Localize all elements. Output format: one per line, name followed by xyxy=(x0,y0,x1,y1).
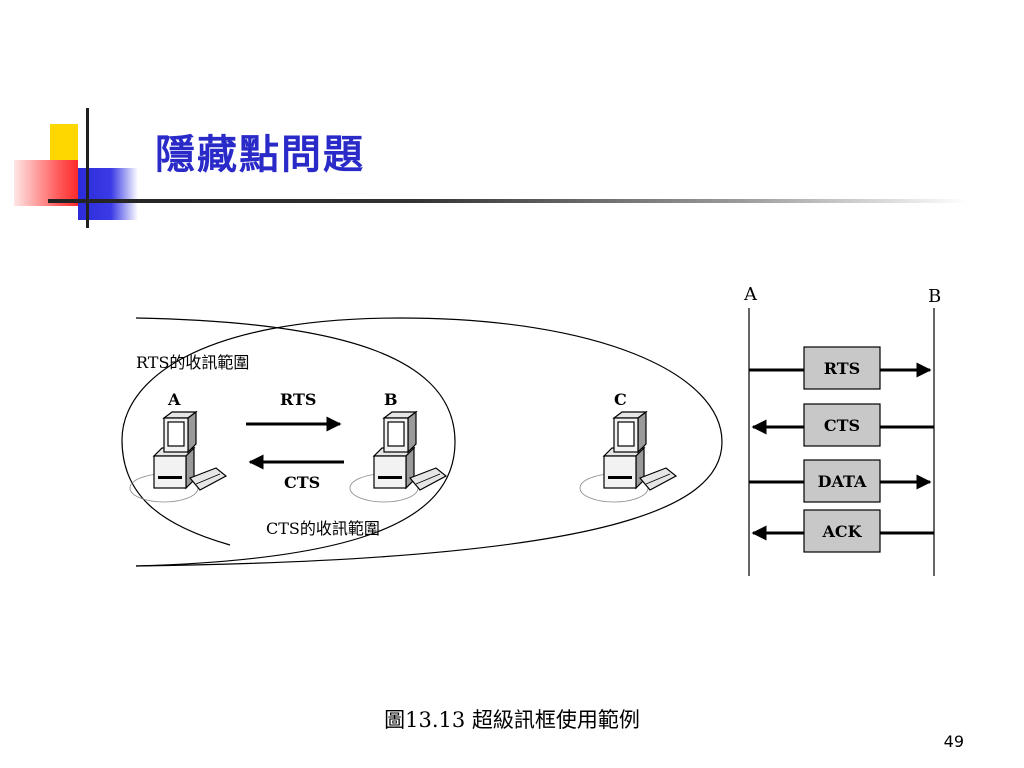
timeline-b-label: B xyxy=(928,286,941,307)
rts-arrow-label: RTS xyxy=(280,390,316,409)
cts-range-label: CTS的收訊範圍 xyxy=(266,519,380,538)
rts-range-ellipse xyxy=(135,317,456,567)
rts-frame-box xyxy=(803,346,881,390)
decor-red-square xyxy=(14,160,78,206)
ack-frame-label: ACK xyxy=(821,522,862,541)
decor-vertical-line xyxy=(86,108,89,228)
cts-frame-box xyxy=(803,403,881,447)
page-number: 49 xyxy=(943,732,964,751)
computer-icon xyxy=(349,411,447,503)
cts-arrow-label: CTS xyxy=(284,473,320,492)
title-underline xyxy=(48,199,968,203)
cts-frame-label: CTS xyxy=(824,416,860,435)
station-b-label: B xyxy=(384,390,398,409)
timeline-a-label: A xyxy=(743,284,758,305)
ack-frame-box xyxy=(803,509,881,553)
computer-icon xyxy=(129,411,227,503)
figure-caption: 圖13.13 超級訊框使用範例 xyxy=(384,708,640,732)
rts-range-label: RTS的收訊範圍 xyxy=(136,353,249,372)
data-frame-label: DATA xyxy=(818,472,867,491)
slide-title: 隱藏點問題 xyxy=(155,131,365,178)
rts-frame-label: RTS xyxy=(824,359,860,378)
decor-yellow-square xyxy=(50,124,78,164)
computer-icon xyxy=(579,411,677,503)
data-frame-box xyxy=(803,459,881,503)
station-a-label: A xyxy=(167,390,181,409)
cts-range-ellipse xyxy=(121,317,723,567)
station-c-label: C xyxy=(614,390,627,409)
